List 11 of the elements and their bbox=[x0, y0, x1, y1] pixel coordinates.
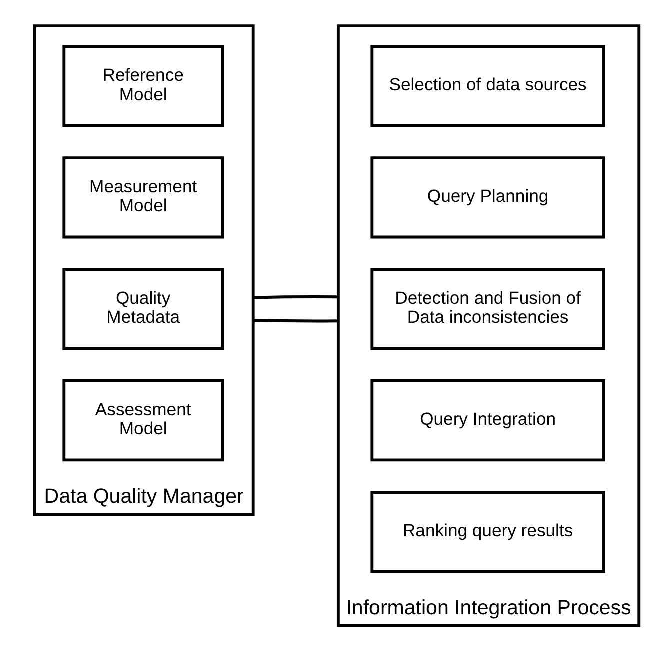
node-box: Selection of data sources bbox=[370, 45, 605, 128]
node-box: Quality Metadata bbox=[62, 268, 224, 350]
node-box: Assessment Model bbox=[62, 380, 224, 462]
node-box: Detection and Fusion of Data inconsistencies bbox=[370, 268, 605, 350]
node-box: Measurement Model bbox=[62, 156, 224, 239]
node-box: Query Planning bbox=[370, 156, 605, 239]
node-box: Reference Model bbox=[62, 45, 224, 128]
node-box: Query Integration bbox=[370, 380, 605, 462]
connector bbox=[252, 296, 338, 300]
node-box: Ranking query results bbox=[370, 491, 605, 574]
connector bbox=[252, 319, 338, 323]
